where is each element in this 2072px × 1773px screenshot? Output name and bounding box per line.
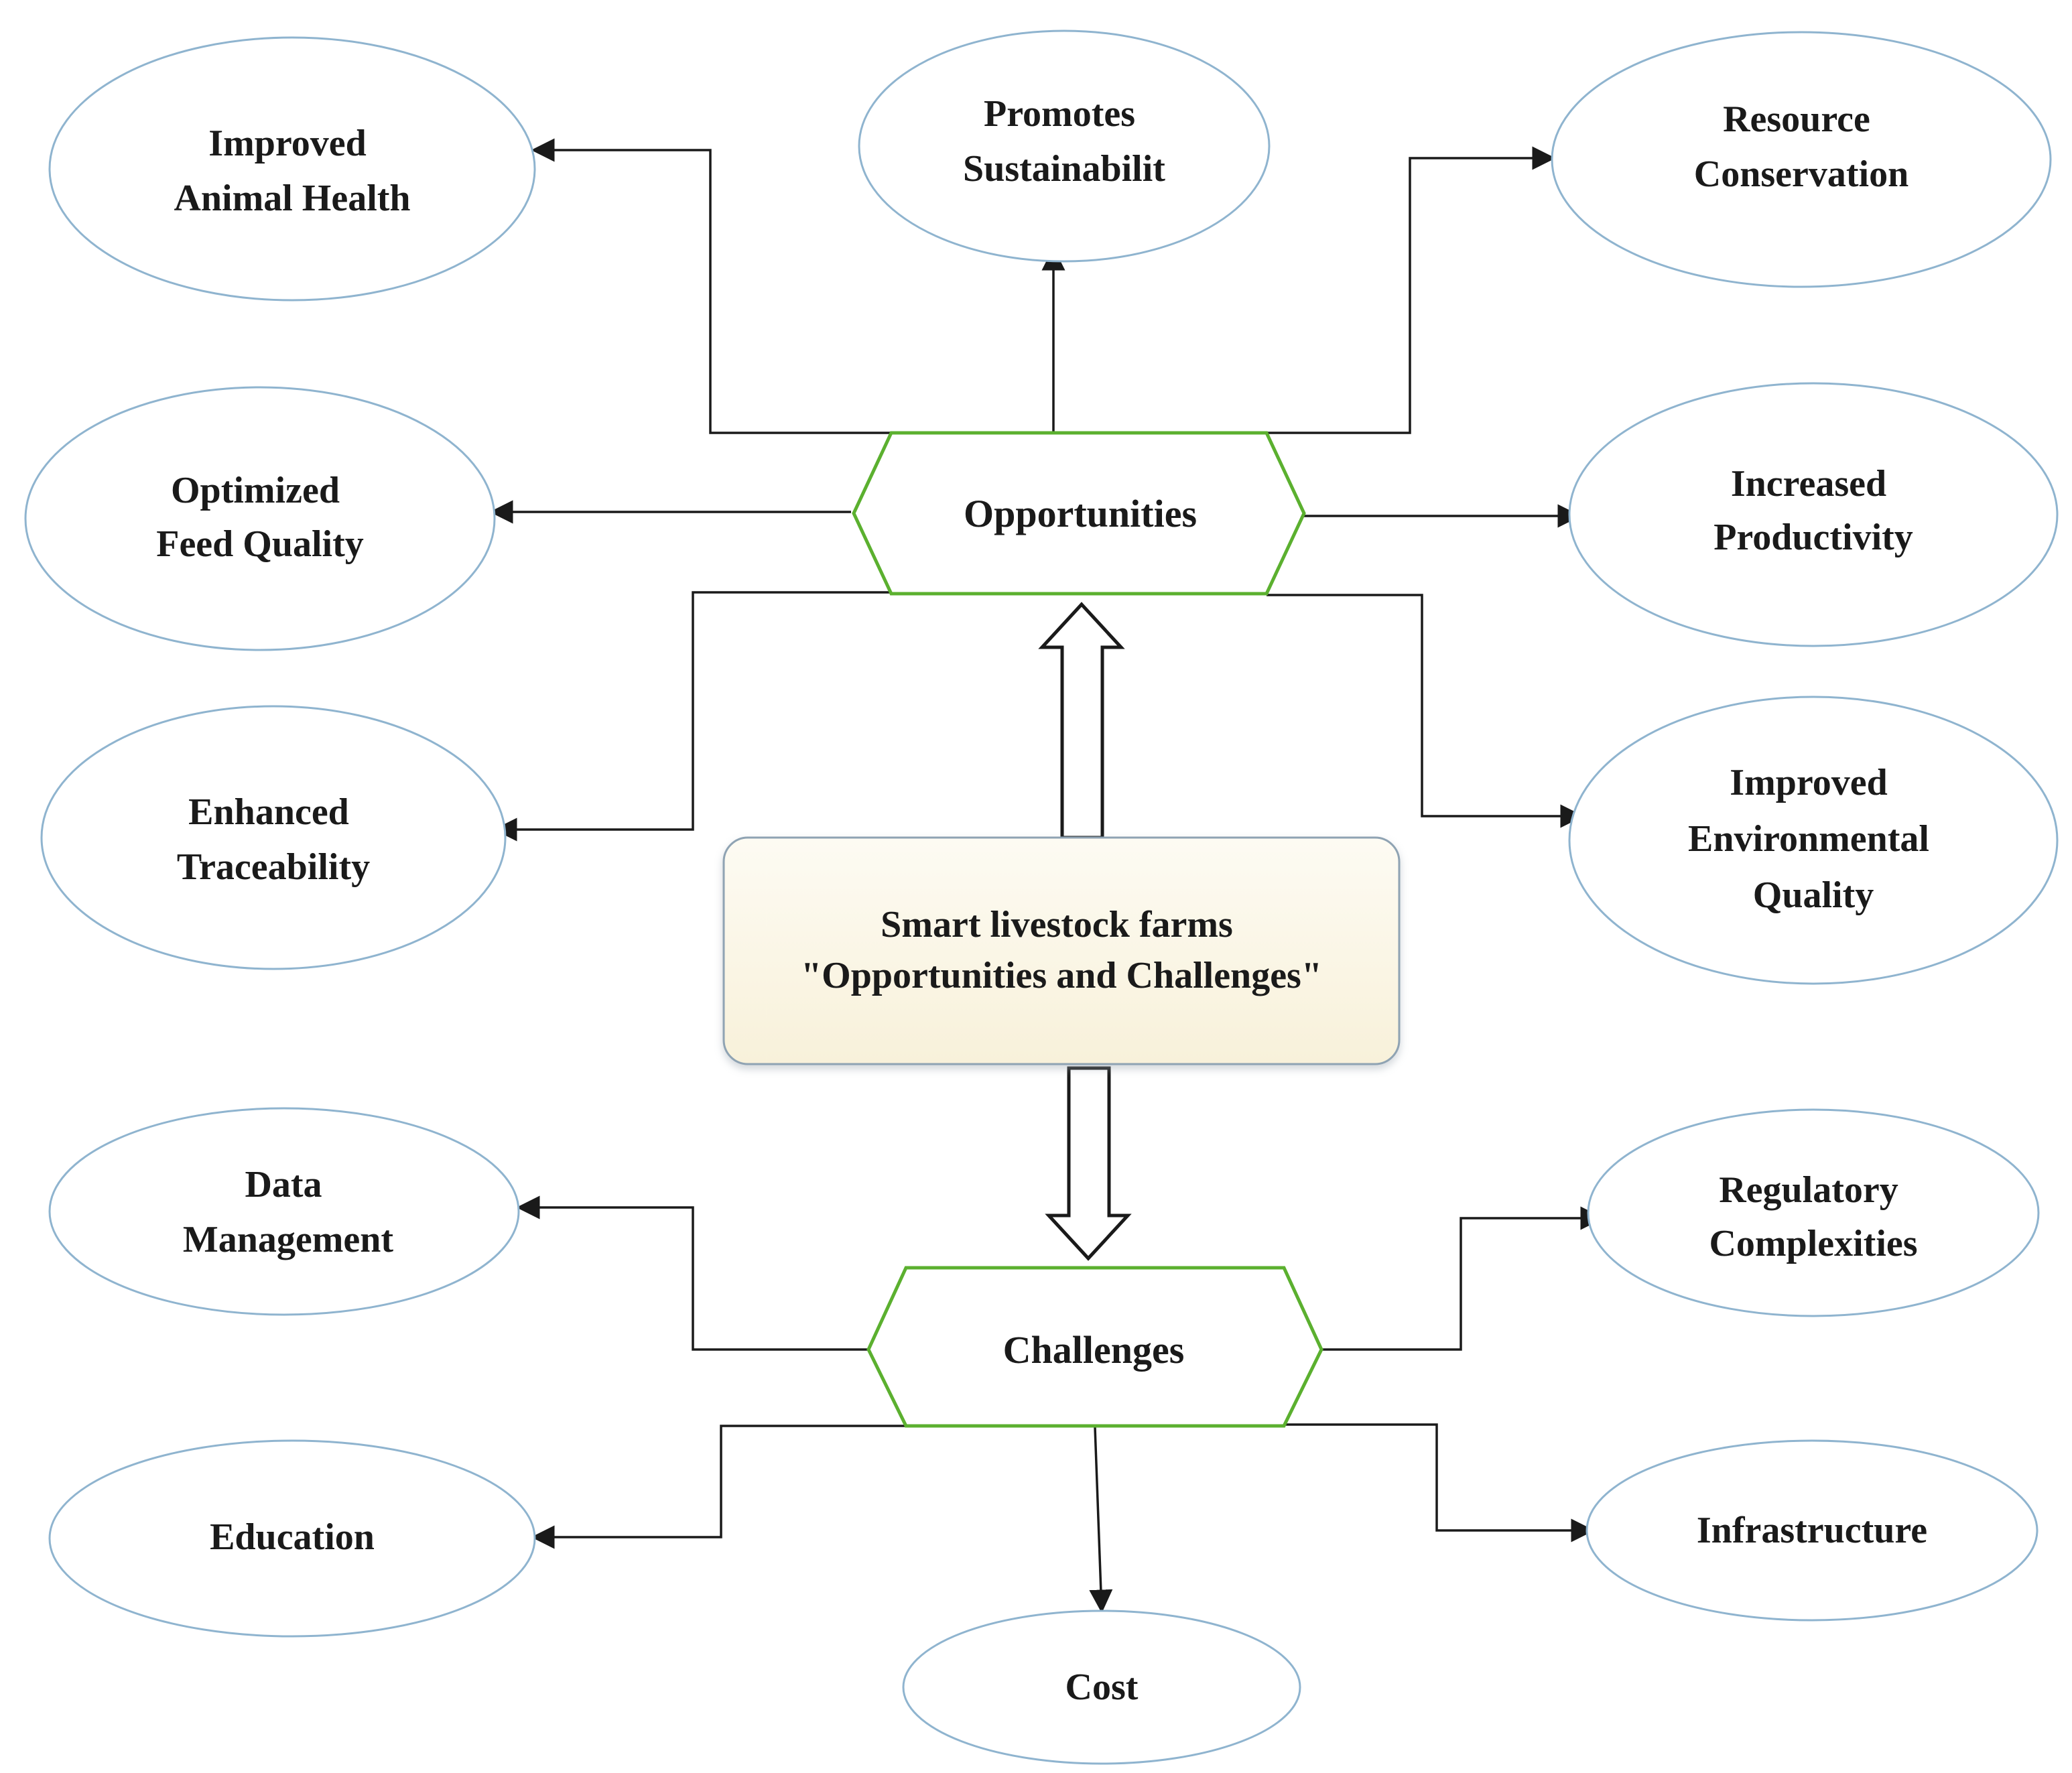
svg-text:Smart livestock farms "O: Smart livestock farms "Opportunities and…: [801, 904, 1322, 996]
ellipse-label-line: Cost: [1065, 1666, 1139, 1708]
ellipse-label-line: Optimized: [171, 470, 340, 511]
ellipse-label-line: Environmental: [1688, 818, 1929, 860]
ellipse-data-management: Data Management: [48, 1107, 520, 1316]
ellipse-education: Education: [48, 1439, 536, 1638]
svg-text:Regulatory Complexities: Regulatory Complexities: [1709, 1169, 1917, 1264]
challenges-label: Challenges: [1003, 1328, 1185, 1372]
svg-text:Promotes Sustainabilit: Promotes Sustainabilit: [963, 93, 1165, 190]
ellipse-label-line: Increased: [1731, 463, 1886, 505]
center-title-line1: Smart livestock farms: [881, 904, 1233, 945]
challenge-connectors: [516, 1195, 1604, 1614]
center-box: Smart livestock farms "Opportunities and…: [722, 836, 1401, 1065]
ellipse-improved-animal-health: Improved Animal Health: [48, 36, 536, 302]
connector-cost: [1089, 1427, 1113, 1614]
opportunities-hexagon: Opportunities: [852, 431, 1306, 596]
up-block-arrow: [1038, 602, 1125, 840]
connector-education: [531, 1425, 909, 1549]
connector-enhanced-traceability: [493, 591, 891, 842]
svg-text:Improved Animal Health: Improved Animal Health: [174, 123, 410, 219]
svg-text:Education: Education: [210, 1516, 375, 1558]
ellipse-regulatory-complexities: Regulatory Complexities: [1587, 1108, 2040, 1317]
opportunities-label: Opportunities: [964, 492, 1197, 535]
ellipse-label-line: Resource: [1723, 98, 1870, 140]
ellipse-label-line: Feed Quality: [156, 523, 364, 565]
ellipse-label-line: Management: [183, 1219, 394, 1260]
ellipse-label-line: Regulatory: [1719, 1169, 1898, 1211]
svg-text:Infrastructure: Infrastructure: [1697, 1510, 1927, 1551]
connector-improved-animal-health: [531, 138, 891, 434]
svg-text:Optimized Feed Quality: Optimized Feed Quality: [156, 470, 364, 565]
connector-improved-environmental-quality: [1267, 594, 1584, 828]
down-block-arrow: [1045, 1066, 1132, 1261]
ellipse-label-line: Improved: [1730, 762, 1887, 803]
ellipse-label-line: Infrastructure: [1697, 1510, 1927, 1551]
ellipse-label-line: Conservation: [1694, 153, 1908, 195]
opportunity-connectors: [489, 138, 1584, 842]
ellipse-label-line: Sustainabilit: [963, 148, 1165, 190]
connector-resource-conservation: [1267, 146, 1556, 434]
svg-text:Cost: Cost: [1065, 1666, 1139, 1708]
ellipse-cost: Cost: [902, 1610, 1301, 1765]
ellipse-resource-conservation: Resource Conservation: [1551, 31, 2052, 288]
svg-text:Enhanced Traceability: Enhanced Traceability: [177, 791, 370, 888]
ellipse-label-line: Promotes: [984, 93, 1135, 135]
svg-text:Resource Conservation: Resource Conservation: [1694, 98, 1908, 195]
ellipse-label-line: Education: [210, 1516, 375, 1558]
connector-regulatory-complexities: [1320, 1206, 1604, 1351]
svg-text:Increased Productivity: Increased Productivity: [1713, 463, 1913, 558]
ellipse-label-line: Traceability: [177, 846, 370, 888]
ellipse-label-line: Improved: [208, 123, 366, 164]
ellipse-label-line: Animal Health: [174, 178, 410, 219]
ellipse-optimized-feed-quality: Optimized Feed Quality: [24, 386, 496, 651]
ellipse-enhanced-traceability: Enhanced Traceability: [40, 705, 507, 970]
center-title-line2: "Opportunities and Challenges": [801, 955, 1322, 996]
ellipse-label-line: Data: [245, 1164, 322, 1205]
ellipse-label-line: Productivity: [1713, 517, 1913, 558]
connector-infrastructure: [1284, 1423, 1595, 1542]
ellipse-label-line: Quality: [1753, 874, 1874, 916]
connector-data-management: [516, 1195, 868, 1351]
challenges-hexagon: Challenges: [866, 1266, 1323, 1428]
ellipse-infrastructure: Infrastructure: [1585, 1439, 2038, 1622]
ellipse-improved-environmental-quality: Improved Environmental Quality: [1568, 696, 2059, 985]
ellipse-promotes-sustainability: Promotes Sustainabilit: [858, 29, 1271, 263]
ellipse-increased-productivity: Increased Productivity: [1568, 382, 2059, 647]
ellipse-label-line: Enhanced: [188, 791, 349, 833]
ellipse-label-line: Complexities: [1709, 1223, 1917, 1264]
svg-text:Data Management: Data Management: [183, 1164, 394, 1260]
svg-text:Improved Environmental: Improved Environmental Quality: [1688, 762, 1939, 916]
